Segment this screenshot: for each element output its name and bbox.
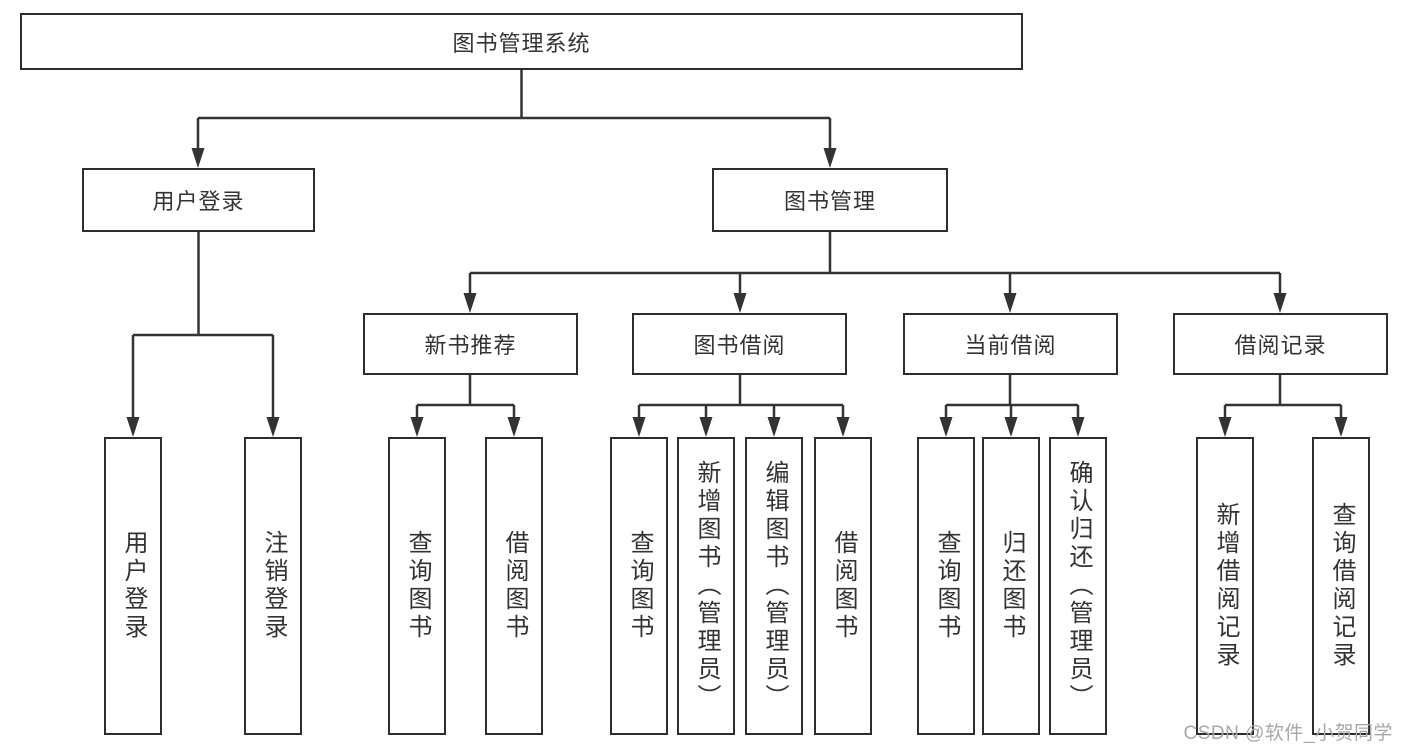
node-label: 归还图书	[998, 530, 1025, 642]
csdn-watermark: CSDN @软件_小贺同学	[1183, 723, 1393, 744]
arrowhead-icon	[836, 417, 850, 437]
arrowhead-icon	[1273, 293, 1287, 313]
arrowhead-icon	[410, 417, 424, 437]
node-borrowing-records: 借阅记录	[1173, 313, 1388, 375]
arrowhead-icon	[823, 148, 837, 168]
node-book-borrowing: 图书借阅	[632, 313, 847, 375]
arrowhead-icon	[1334, 417, 1348, 437]
arrowhead-icon	[266, 417, 280, 437]
node-label: 当前借阅	[964, 333, 1057, 358]
node-book-management: 图书管理	[712, 168, 948, 232]
node-label: 图书管理系统	[452, 30, 591, 56]
node-label: 确认归还（管理员）	[1065, 460, 1092, 712]
node-label: 查询图书	[933, 530, 960, 642]
arrowhead-icon	[939, 417, 953, 437]
arrowhead-icon	[699, 417, 713, 437]
arrowhead-icon	[767, 417, 781, 437]
leaf-borrowing-edit-book-admin: 编辑图书（管理员）	[745, 437, 803, 735]
node-label: 图书管理	[783, 189, 876, 214]
node-label: 借阅图书	[501, 530, 528, 642]
node-label: 用户登录	[120, 530, 147, 642]
node-label: 新增借阅记录	[1212, 502, 1239, 670]
node-label: 用户登录	[152, 189, 245, 214]
node-label: 借阅图书	[830, 530, 857, 642]
node-label: 注销登录	[260, 530, 287, 642]
node-label: 新书推荐	[424, 333, 517, 358]
arrowhead-icon	[1004, 417, 1018, 437]
leaf-records-add-record: 新增借阅记录	[1196, 437, 1254, 735]
arrowhead-icon	[463, 293, 477, 313]
leaf-borrowing-borrow-book: 借阅图书	[814, 437, 872, 735]
arrowhead-icon	[507, 417, 521, 437]
node-label: 查询图书	[404, 530, 431, 642]
arrowhead-icon	[632, 417, 646, 437]
leaf-recommend-query-book: 查询图书	[388, 437, 446, 735]
node-label: 借阅记录	[1234, 333, 1327, 358]
leaf-logout: 注销登录	[244, 437, 302, 735]
node-user-login: 用户登录	[82, 168, 315, 232]
node-current-borrowing: 当前借阅	[903, 313, 1118, 375]
leaf-current-confirm-return-admin: 确认归还（管理员）	[1049, 437, 1107, 735]
leaf-borrowing-add-book-admin: 新增图书（管理员）	[677, 437, 735, 735]
node-label: 图书借阅	[693, 333, 786, 358]
arrowhead-icon	[1218, 417, 1232, 437]
leaf-borrowing-query-book: 查询图书	[610, 437, 668, 735]
arrowhead-icon	[126, 417, 140, 437]
arrowhead-icon	[1003, 293, 1017, 313]
leaf-current-return-book: 归还图书	[982, 437, 1040, 735]
node-label: 查询借阅记录	[1328, 502, 1355, 670]
leaf-current-query-book: 查询图书	[917, 437, 975, 735]
arrowhead-icon	[1071, 417, 1085, 437]
node-label: 查询图书	[626, 530, 653, 642]
arrowhead-icon	[191, 148, 205, 168]
node-library-management-system: 图书管理系统	[20, 13, 1023, 70]
node-label: 编辑图书（管理员）	[761, 460, 788, 712]
node-new-book-recommend: 新书推荐	[363, 313, 578, 375]
arrowhead-icon	[733, 293, 747, 313]
leaf-recommend-borrow-book: 借阅图书	[485, 437, 543, 735]
leaf-user-login: 用户登录	[104, 437, 162, 735]
leaf-records-query-record: 查询借阅记录	[1312, 437, 1370, 735]
node-label: 新增图书（管理员）	[693, 460, 720, 712]
